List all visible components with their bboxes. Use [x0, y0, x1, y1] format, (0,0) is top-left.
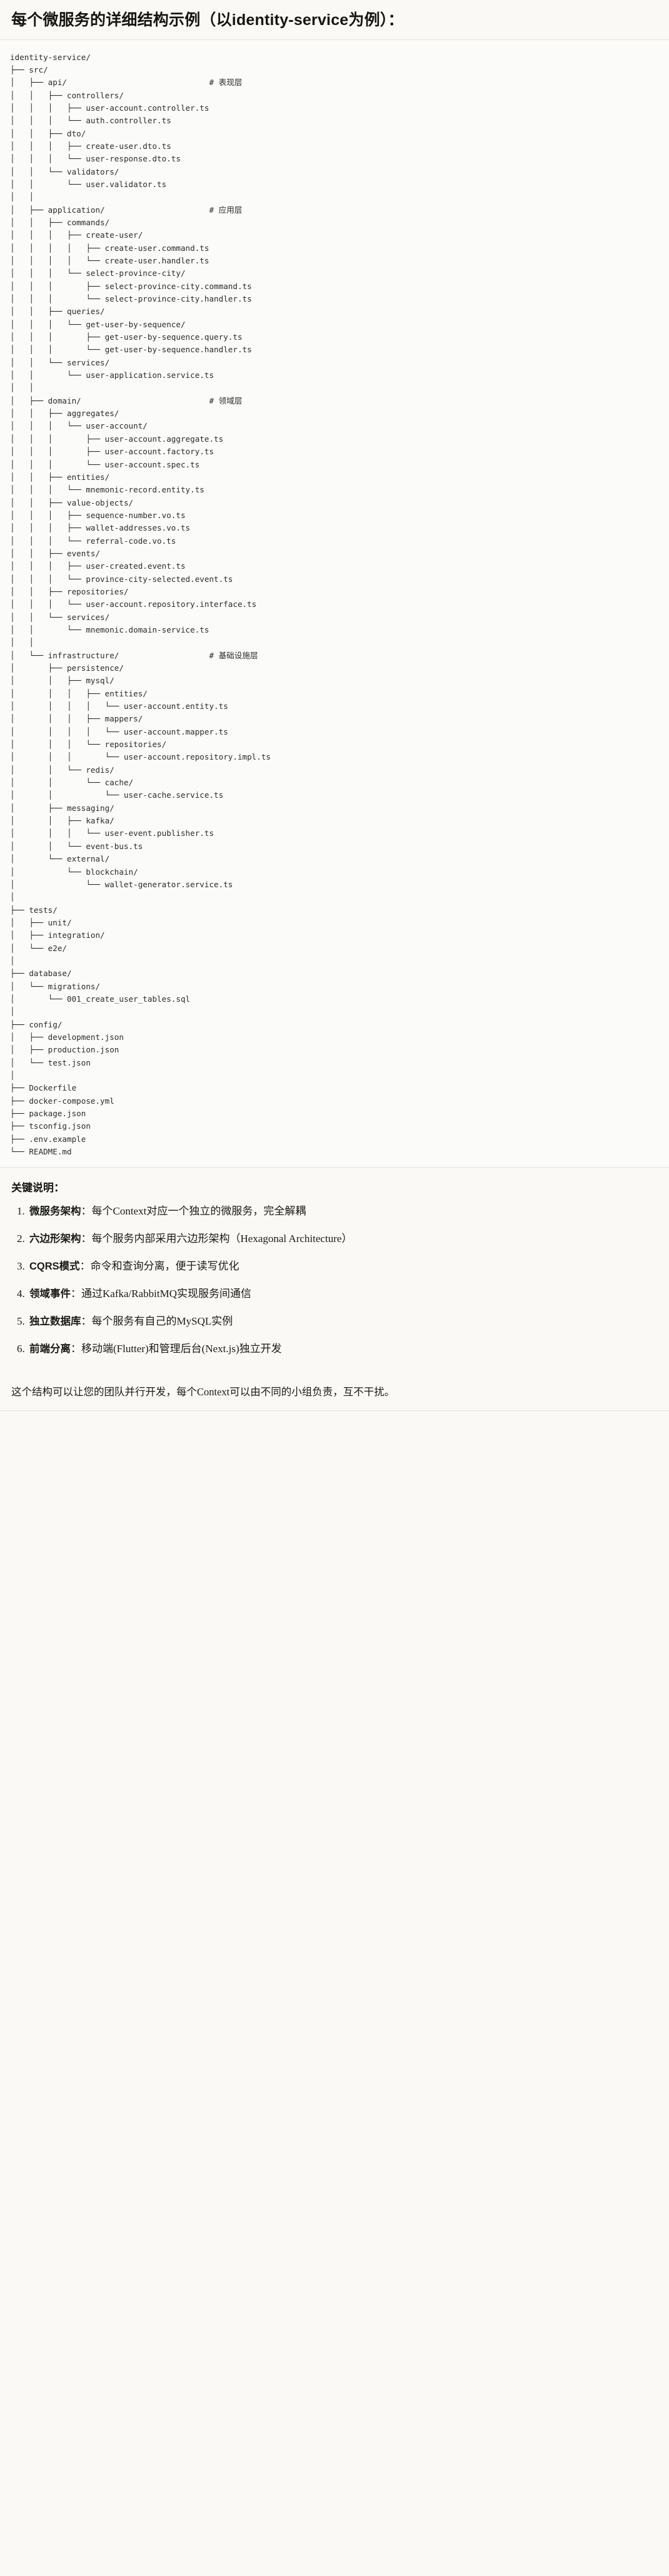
list-item: 独立数据库：每个服务有自己的MySQL实例 [28, 1315, 658, 1329]
key-point-term: 领域事件 [29, 1288, 71, 1300]
key-point-separator: ： [81, 1205, 92, 1218]
key-points-heading: 关键说明： [11, 1182, 64, 1194]
code-divider [0, 1167, 669, 1168]
key-point-separator: ： [71, 1288, 81, 1300]
list-item: 前端分离：移动端(Flutter)和管理后台(Next.js)独立开发 [28, 1342, 658, 1357]
list-item: CQRS模式：命令和查询分离，便于读写优化 [28, 1260, 658, 1274]
key-point-term: 六边形架构 [29, 1233, 81, 1245]
bottom-divider [0, 1410, 669, 1411]
document-page: 每个微服务的详细结构示例（以identity-service为例）： ident… [0, 0, 669, 1411]
key-points-section: 关键说明： 微服务架构：每个Context对应一个独立的微服务，完全解耦 六边形… [0, 1168, 669, 1375]
directory-tree-text[interactable]: identity-service/ ├── src/ │ ├── api/ # … [10, 52, 271, 1157]
list-item: 六边形架构：每个服务内部采用六边形架构（Hexagonal Architectu… [28, 1232, 658, 1246]
key-point-description: 每个服务内部采用六边形架构（Hexagonal Architecture） [91, 1233, 353, 1245]
key-point-separator: ： [79, 1260, 91, 1273]
key-point-description: 移动端(Flutter)和管理后台(Next.js)独立开发 [81, 1343, 282, 1355]
key-point-term: 微服务架构 [29, 1206, 81, 1218]
code-block-directory-tree: identity-service/ ├── src/ │ ├── api/ # … [0, 39, 669, 1168]
title-divider [0, 39, 669, 40]
closing-paragraph: 这个结构可以让您的团队并行开发，每个Context可以由不同的小组负责，互不干扰… [11, 1386, 395, 1398]
list-item: 微服务架构：每个Context对应一个独立的微服务，完全解耦 [28, 1204, 658, 1219]
key-point-term: CQRS模式 [29, 1261, 80, 1273]
key-point-description: 通过Kafka/RabbitMQ实现服务间通信 [81, 1288, 251, 1300]
key-point-description: 每个Context对应一个独立的微服务，完全解耦 [91, 1205, 306, 1218]
key-point-description: 命令和查询分离，便于读写优化 [90, 1260, 239, 1273]
key-point-term: 独立数据库 [29, 1316, 81, 1328]
key-point-separator: ： [81, 1233, 92, 1245]
page-title: 每个微服务的详细结构示例（以identity-service为例）： [11, 11, 404, 29]
key-point-description: 每个服务有自己的MySQL实例 [91, 1315, 233, 1328]
key-point-separator: ： [81, 1315, 92, 1328]
list-item: 领域事件：通过Kafka/RabbitMQ实现服务间通信 [28, 1287, 658, 1301]
key-point-term: 前端分离 [29, 1343, 71, 1355]
key-points-list: 微服务架构：每个Context对应一个独立的微服务，完全解耦 六边形架构：每个服… [11, 1204, 658, 1357]
key-point-separator: ： [71, 1343, 81, 1355]
